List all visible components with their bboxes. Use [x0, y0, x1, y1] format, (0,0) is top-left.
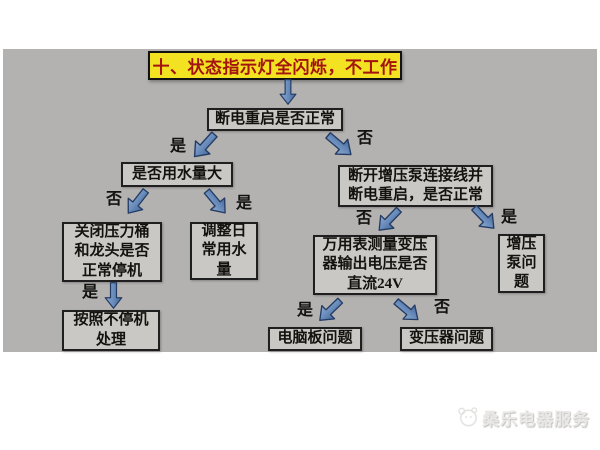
arrow-title-to-restart-icon	[279, 79, 297, 105]
watermark-logo-icon	[458, 407, 478, 427]
node-board-problem: 电脑板问题	[268, 327, 362, 351]
node-close-tank: 关闭压力桶 和龙头是否 正常停机	[62, 222, 162, 282]
node-water-usage: 是否用水量大	[121, 162, 233, 187]
edge-label-no: 否	[434, 299, 451, 316]
edge-label-no: 否	[106, 191, 123, 208]
watermark: 桑乐电器服务	[455, 402, 590, 432]
edge-label-yes: 是	[297, 302, 314, 319]
edge-label-yes: 是	[170, 138, 187, 155]
watermark-text: 桑乐电器服务	[482, 409, 590, 429]
edge-label-no: 否	[357, 130, 374, 147]
edge-label-yes: 是	[236, 195, 253, 212]
edge-label-no: 否	[356, 210, 373, 227]
node-restart: 断电重启是否正常	[207, 108, 343, 131]
edge-label-yes: 是	[82, 284, 99, 301]
node-multimeter: 万用表测量变压 器输出电压是否 直流24V	[313, 235, 437, 295]
node-transformer-problem: 变压器问题	[400, 327, 493, 351]
node-pump-problem: 增压 泵问 题	[498, 234, 545, 293]
node-adjust-usage: 调整日 常用水 量	[190, 222, 258, 280]
node-disconnect-pump: 断开增压泵连接线并 断电重启，是否正常	[338, 165, 493, 207]
arrow-close-tank-to-non-stop-icon	[104, 282, 123, 309]
node-non-stop: 按照不停机 处理	[62, 310, 160, 351]
node-title: 十、状态指示灯全闪烁，不工作	[148, 51, 402, 80]
edge-label-yes: 是	[501, 209, 518, 226]
diagram-background-panel	[3, 49, 597, 352]
